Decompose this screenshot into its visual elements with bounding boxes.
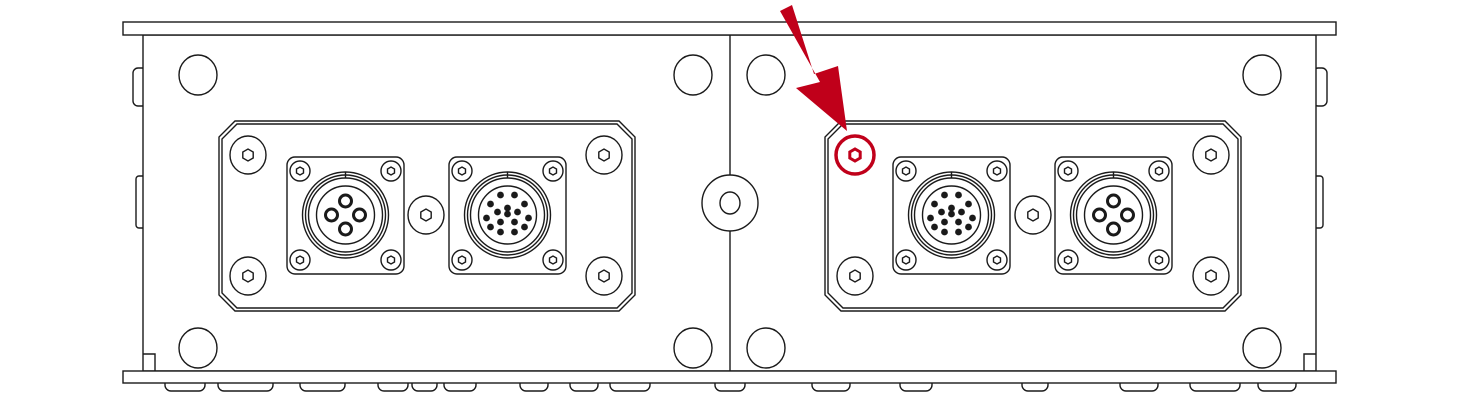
- connector-plate-left-edge: [221, 123, 633, 309]
- connector-pin: [521, 200, 528, 208]
- mounting-hole: [746, 327, 786, 369]
- center-boss-hole: [719, 191, 741, 215]
- connector-16-pin: [892, 156, 1011, 275]
- connector-pin: [938, 208, 945, 216]
- connector-insert: [477, 185, 538, 245]
- hex-socket-icon: [386, 255, 396, 265]
- connector-pin: [497, 191, 504, 199]
- connector-pin: [958, 208, 965, 216]
- connector-pin: [511, 218, 518, 226]
- connector-pin: [931, 223, 938, 231]
- hex-socket-icon: [1063, 255, 1073, 265]
- connector-plate-right-edge: [827, 123, 1239, 309]
- connector-pin: [483, 214, 490, 222]
- connector-4-pin: [1054, 156, 1173, 275]
- hex-socket-icon: [901, 255, 911, 265]
- highlight-ring: [834, 134, 876, 176]
- hex-socket-icon: [1154, 255, 1164, 265]
- connector-pin: [927, 214, 934, 222]
- connector-insert: [921, 185, 982, 245]
- connector-insert: [315, 185, 376, 245]
- connector-pin: [1106, 193, 1121, 209]
- mounting-hole: [178, 54, 218, 96]
- connector-pin: [948, 204, 955, 212]
- hex-socket-icon: [598, 269, 610, 283]
- hex-socket-icon: [1027, 208, 1039, 222]
- connector-pin: [338, 221, 353, 237]
- connector-pin: [955, 218, 962, 226]
- connector-pin: [521, 223, 528, 231]
- hex-socket-icon: [457, 255, 467, 265]
- mounting-hole: [1242, 54, 1282, 96]
- hex-socket-icon: [295, 166, 305, 176]
- hex-socket-icon: [420, 208, 432, 222]
- hex-socket-icon: [901, 166, 911, 176]
- arrow-icon: [780, 5, 847, 131]
- top-rail: [122, 21, 1337, 36]
- connector-pin: [487, 223, 494, 231]
- connector-pin: [1120, 207, 1135, 223]
- hex-socket-icon: [849, 269, 861, 283]
- connector-pin: [955, 228, 962, 236]
- bottom-rail: [122, 370, 1337, 384]
- connector-pin: [941, 218, 948, 226]
- hex-socket-icon: [242, 269, 254, 283]
- hex-socket-icon: [295, 255, 305, 265]
- mounting-hole: [746, 54, 786, 96]
- connector-pin: [955, 191, 962, 199]
- hex-socket-icon: [548, 166, 558, 176]
- hex-socket-icon: [386, 166, 396, 176]
- hex-socket-icon: [992, 166, 1002, 176]
- connector-ring: [1069, 171, 1158, 259]
- connector-insert: [1083, 185, 1144, 245]
- connector-pin: [948, 210, 955, 218]
- connector-pin: [504, 210, 511, 218]
- hex-socket-icon: [1063, 166, 1073, 176]
- connector-pin: [514, 208, 521, 216]
- mounting-hole: [1242, 327, 1282, 369]
- hex-socket-icon: [1205, 148, 1217, 162]
- hex-socket-icon: [1205, 269, 1217, 283]
- connector-ring: [301, 171, 390, 259]
- connector-pin: [494, 208, 501, 216]
- connector-pin: [969, 214, 976, 222]
- hex-socket-icon-highlighted: [848, 147, 862, 163]
- connector-pin: [931, 200, 938, 208]
- mounting-hole: [673, 54, 713, 96]
- connector-pin: [965, 223, 972, 231]
- connector-16-pin: [448, 156, 567, 275]
- connector-pin: [324, 207, 339, 223]
- connector-pin: [965, 200, 972, 208]
- connector-pin: [941, 191, 948, 199]
- connector-pin: [1106, 221, 1121, 237]
- connector-pin: [511, 228, 518, 236]
- connector-pin: [1092, 207, 1107, 223]
- connector-4-pin: [286, 156, 405, 275]
- corner-bend: [1303, 353, 1316, 371]
- connector-pin: [504, 204, 511, 212]
- connector-pin: [941, 228, 948, 236]
- hex-socket-icon: [457, 166, 467, 176]
- hex-socket-icon: [598, 148, 610, 162]
- hex-socket-icon: [1154, 166, 1164, 176]
- connector-pin: [525, 214, 532, 222]
- hex-socket-icon: [242, 148, 254, 162]
- connector-pin: [487, 200, 494, 208]
- connector-pin: [511, 191, 518, 199]
- mounting-hole: [178, 327, 218, 369]
- connector-pin: [338, 193, 353, 209]
- corner-bend: [143, 353, 156, 371]
- hex-socket-icon: [992, 255, 1002, 265]
- mounting-hole: [673, 327, 713, 369]
- connector-pin: [497, 218, 504, 226]
- hex-socket-icon: [548, 255, 558, 265]
- connector-pin: [497, 228, 504, 236]
- connector-pin: [352, 207, 367, 223]
